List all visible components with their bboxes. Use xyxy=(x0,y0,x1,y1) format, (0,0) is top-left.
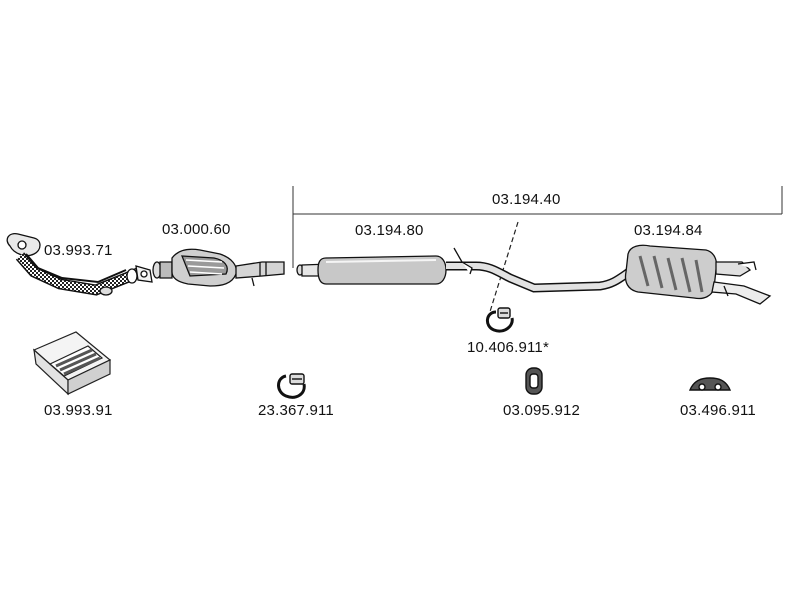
rubber-mount-part xyxy=(688,377,732,391)
mount-kit-box xyxy=(32,331,112,396)
label-mount-kit: 03.993.91 xyxy=(44,402,113,419)
clamp-part xyxy=(277,373,306,399)
clamp-small-part xyxy=(486,307,514,333)
label-rubber-hanger: 03.095.912 xyxy=(503,402,581,419)
assembly-bracket xyxy=(292,186,783,268)
front-pipe-part xyxy=(6,233,153,296)
label-rear-muffler: 03.194.84 xyxy=(634,222,703,239)
label-clamp-small: 10.406.911* xyxy=(467,339,549,356)
rubber-hanger-part xyxy=(525,367,543,395)
label-clamp: 23.367.911 xyxy=(258,402,334,419)
label-catalyst: 03.000.60 xyxy=(162,221,231,238)
label-front-pipe: 03.993.71 xyxy=(44,242,113,259)
label-rubber-mount: 03.496.911 xyxy=(680,402,756,419)
label-assembly: 03.194.40 xyxy=(492,191,561,208)
label-center-muffler: 03.194.80 xyxy=(355,222,424,239)
catalyst-part xyxy=(152,248,285,287)
exhaust-main-part xyxy=(296,244,772,305)
